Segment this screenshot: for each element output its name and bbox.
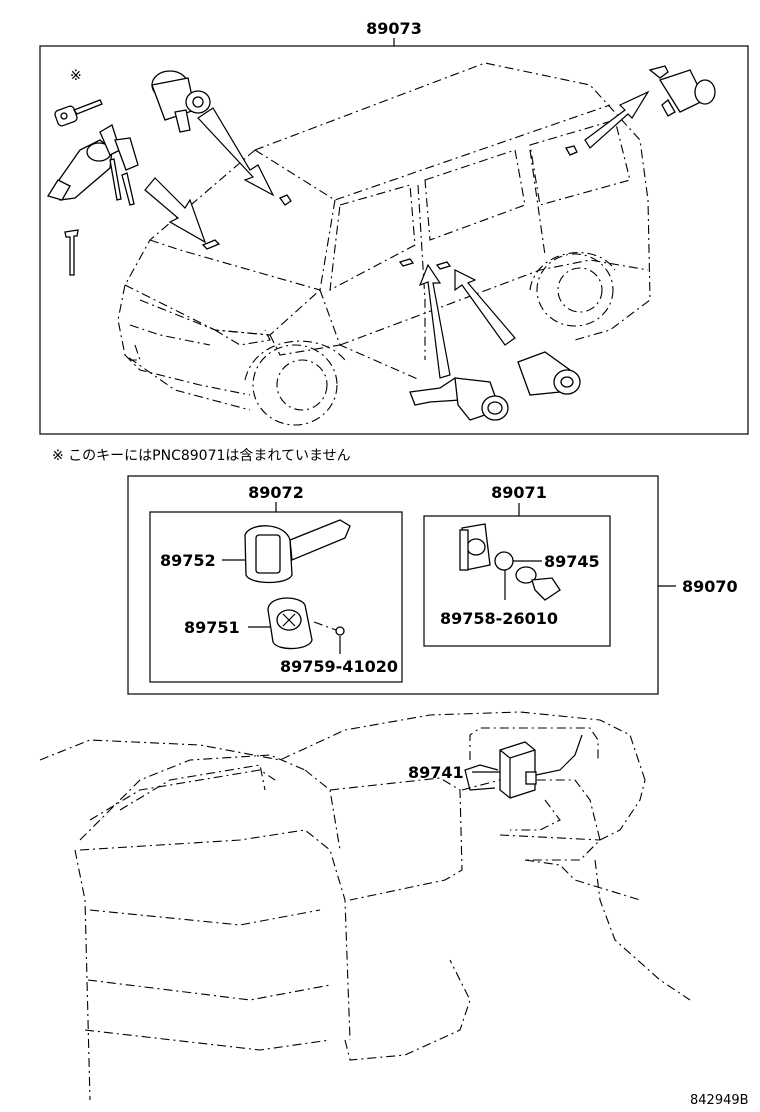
- label-89758-26010: 89758-26010: [440, 609, 558, 628]
- label-89745: 89745: [544, 552, 600, 571]
- note-text: ※ このキーにはPNC89071は含まれていません: [52, 448, 351, 464]
- key-blade-tool: [64, 229, 79, 276]
- ignition-cylinder: [46, 124, 139, 206]
- master-key: [54, 99, 103, 127]
- transponder-chip: [494, 551, 514, 571]
- label-89073: 89073: [366, 19, 422, 38]
- dashboard-outline: [39, 711, 691, 1101]
- label-89752: 89752: [160, 551, 216, 570]
- transponder-box-89071: [423, 515, 611, 647]
- van-outline: [117, 62, 651, 426]
- key-blank-part: [244, 519, 351, 584]
- label-89751: 89751: [184, 618, 240, 637]
- transponder-housing: [459, 523, 491, 571]
- rear-door-cylinder: [648, 65, 716, 117]
- label-89759-41020: 89759-41020: [280, 657, 398, 676]
- label-89071: 89071: [491, 483, 547, 502]
- transponder-cover: [504, 566, 561, 601]
- door-cylinder-top: [151, 70, 211, 133]
- label-89072: 89072: [248, 483, 304, 502]
- ecu-89741: [464, 734, 583, 799]
- vehicle-lock-panel: [39, 45, 749, 435]
- screw-part: [313, 621, 345, 654]
- label-89070: 89070: [682, 577, 738, 596]
- pointer-arrows: [144, 90, 650, 379]
- front-door-cylinder: [409, 377, 509, 421]
- key-plate-part: [267, 597, 313, 650]
- note-marker: ※: [70, 68, 82, 84]
- drawing-reference: 842949B: [690, 1093, 749, 1108]
- label-89741: 89741: [408, 763, 464, 782]
- set-box-89070: [127, 475, 659, 695]
- side-door-cylinder: [517, 351, 581, 396]
